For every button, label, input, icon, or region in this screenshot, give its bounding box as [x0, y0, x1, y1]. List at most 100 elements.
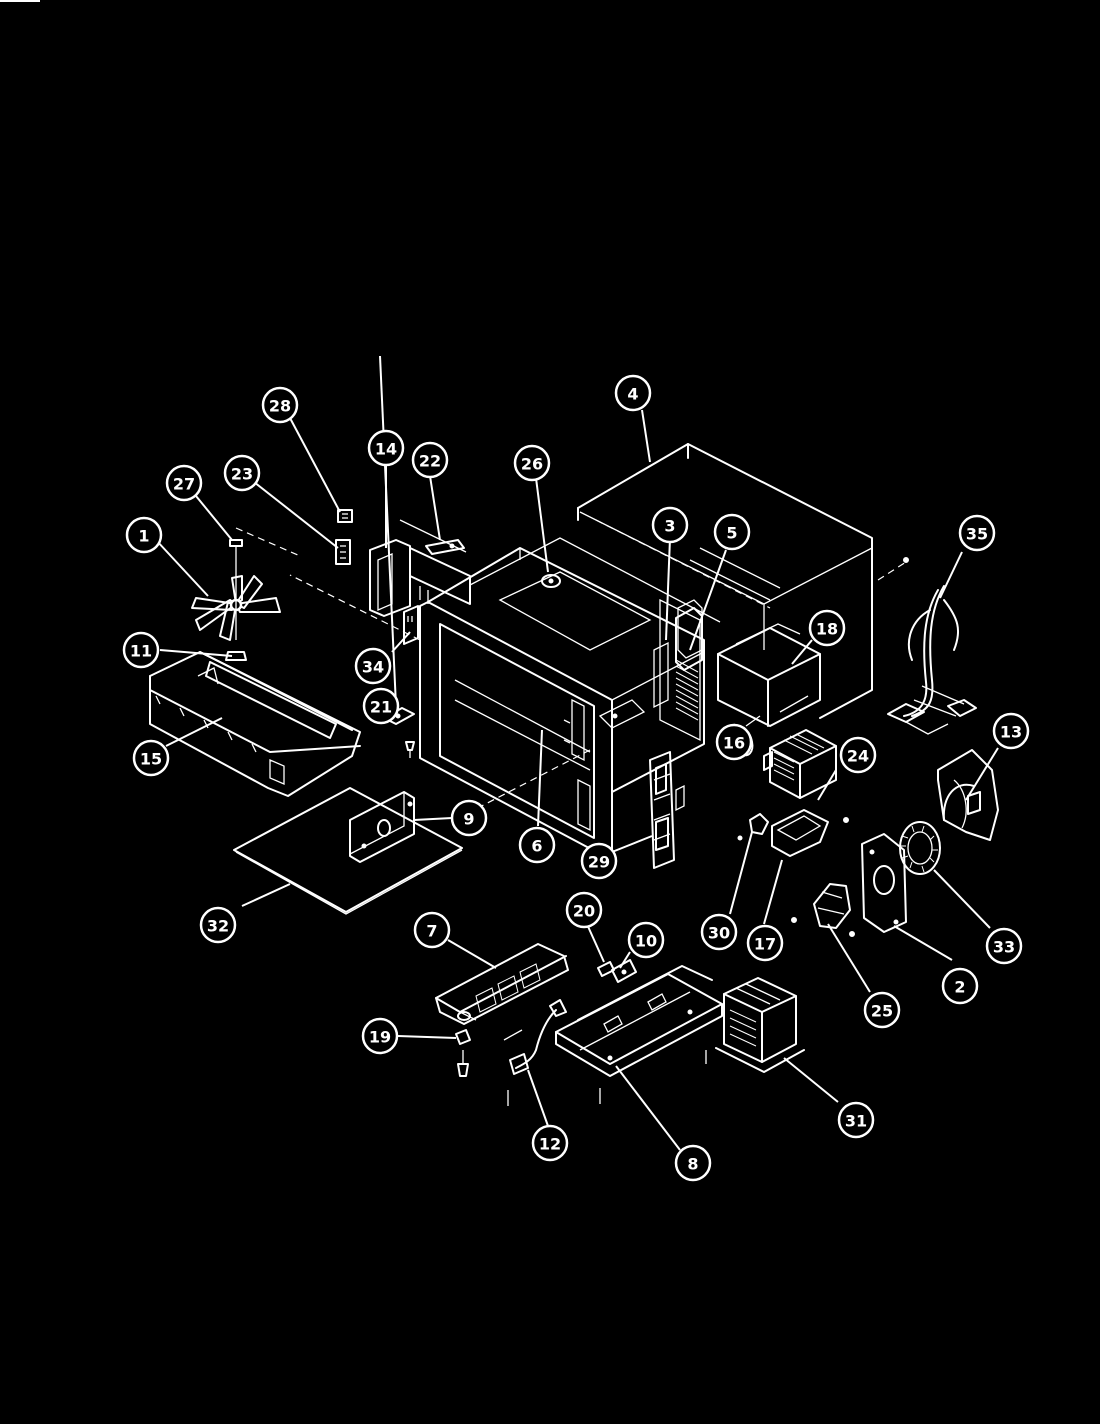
callout-label: 1 — [138, 527, 149, 546]
callout-9: 9 — [450, 799, 488, 837]
callout-circle — [713, 513, 751, 551]
callout-30: 30 — [700, 913, 738, 951]
callout-26: 26 — [513, 444, 551, 482]
callout-circle — [580, 842, 618, 880]
callout-label: 23 — [231, 465, 253, 484]
callout-label: 16 — [723, 734, 745, 753]
part-wire-harness — [887, 585, 977, 735]
callout-circle — [746, 924, 784, 962]
callout-label: 25 — [871, 1002, 893, 1021]
part-power-cord — [503, 999, 567, 1106]
scan-edge-mark — [0, 0, 40, 2]
callout-circle — [450, 799, 488, 837]
callout-20: 20 — [565, 891, 603, 929]
callout-circle — [674, 1144, 712, 1182]
callout-34: 34 — [354, 647, 392, 685]
part-fuse-holder — [737, 813, 769, 841]
callout-circle — [361, 1017, 399, 1055]
callout-25: 25 — [863, 991, 901, 1029]
part-control-board — [649, 751, 685, 869]
callout-circle — [122, 631, 160, 669]
callout-label: 31 — [845, 1112, 867, 1131]
callout-circle — [199, 906, 237, 944]
callout-label: 28 — [269, 397, 291, 416]
callout-circle — [362, 687, 400, 725]
part-door-switch-lower — [335, 539, 351, 565]
callout-circle — [700, 913, 738, 951]
part-shelf-panel — [233, 787, 463, 915]
callout-circle — [261, 386, 299, 424]
callout-15: 15 — [132, 739, 170, 777]
callout-35: 35 — [958, 514, 996, 552]
callout-circle — [565, 891, 603, 929]
callout-label: 35 — [966, 525, 988, 544]
callout-19: 19 — [361, 1017, 399, 1055]
part-switch-tab — [403, 605, 419, 645]
callout-circle — [223, 454, 261, 492]
part-air-duct — [717, 623, 821, 727]
callout-7: 7 — [413, 911, 451, 949]
callout-circle — [715, 723, 753, 761]
callout-circle — [413, 911, 451, 949]
leader-lines — [155, 355, 999, 1151]
part-fan-screw — [229, 527, 301, 560]
callout-label: 7 — [426, 922, 437, 941]
callout-27: 27 — [165, 464, 203, 502]
callout-17: 17 — [746, 924, 784, 962]
callout-circle — [367, 429, 405, 467]
callout-label: 29 — [588, 853, 610, 872]
callout-circle — [132, 739, 170, 777]
callout-1: 1 — [125, 516, 163, 554]
callout-label: 26 — [521, 455, 543, 474]
callout-29: 29 — [580, 842, 618, 880]
part-stirrer-bracket — [349, 791, 415, 863]
callout-5: 5 — [713, 513, 751, 551]
callout-label: 27 — [173, 475, 195, 494]
callout-label: 18 — [816, 620, 838, 639]
callout-circle — [518, 826, 556, 864]
callout-18: 18 — [808, 609, 846, 647]
callout-label: 10 — [635, 932, 657, 951]
callout-circle — [837, 1101, 875, 1139]
part-outer-cabinet — [577, 443, 909, 719]
callout-circle — [531, 1124, 569, 1162]
callout-33: 33 — [985, 927, 1023, 965]
callout-32: 32 — [199, 906, 237, 944]
callout-label: 11 — [130, 642, 152, 661]
callout-label: 12 — [539, 1135, 561, 1154]
part-blower-motor — [791, 883, 855, 937]
callout-label: 22 — [419, 452, 441, 471]
part-base-plate-right — [555, 965, 723, 1104]
callout-circle — [863, 991, 901, 1029]
callout-4: 4 — [614, 374, 652, 412]
callout-14: 14 — [367, 429, 405, 467]
callout-circle — [808, 609, 846, 647]
callout-label: 20 — [573, 902, 595, 921]
callout-13: 13 — [992, 712, 1030, 750]
callout-10: 10 — [627, 921, 665, 959]
callout-label: 34 — [362, 658, 384, 677]
callout-label: 30 — [708, 924, 730, 943]
callout-label: 13 — [1000, 723, 1022, 742]
part-base-screw — [455, 1029, 471, 1077]
callout-label: 6 — [531, 837, 542, 856]
callout-2: 2 — [941, 967, 979, 1005]
part-door-switch-upper — [337, 509, 353, 523]
callout-circle — [125, 516, 163, 554]
callout-label: 24 — [847, 747, 869, 766]
callout-circle — [165, 464, 203, 502]
part-motor-bracket — [861, 833, 907, 933]
part-base-plate-left — [435, 943, 569, 1025]
callout-label: 4 — [627, 385, 638, 404]
callout-8: 8 — [674, 1144, 712, 1182]
callout-16: 16 — [715, 723, 753, 761]
part-blower-housing — [937, 749, 999, 841]
callout-label: 14 — [375, 440, 397, 459]
callout-label: 2 — [954, 978, 965, 997]
callout-label: 8 — [687, 1155, 698, 1174]
callout-label: 3 — [664, 517, 675, 536]
callout-31: 31 — [837, 1101, 875, 1139]
callout-circle — [941, 967, 979, 1005]
callout-circle — [627, 921, 665, 959]
